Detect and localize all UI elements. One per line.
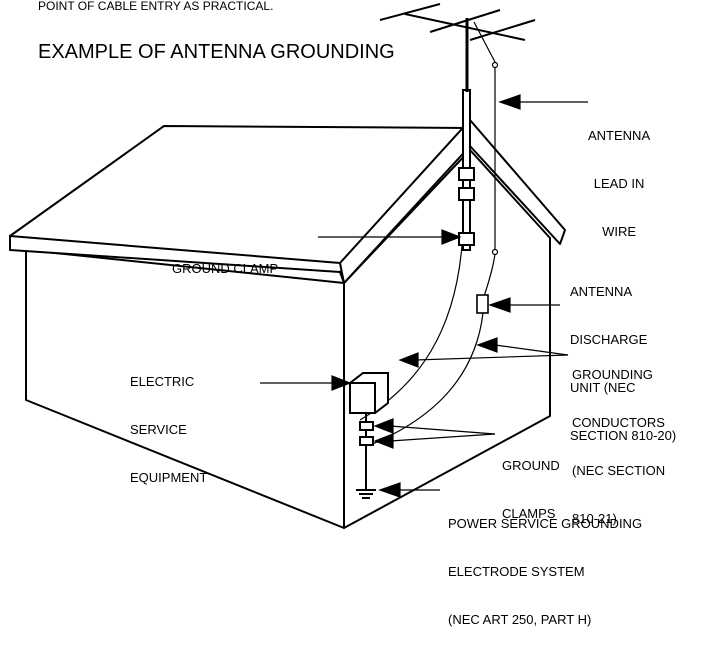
- mast-ground-clamp: [458, 232, 475, 246]
- label-ground-clamps: GROUND CLAMPS: [502, 458, 560, 521]
- lead-in-standoff-bottom: [491, 248, 499, 256]
- pointer-conductor-1: [494, 344, 569, 356]
- electric-service-box: [349, 382, 376, 414]
- top-note: POINT OF CABLE ENTRY AS PRACTICAL.: [38, 0, 274, 13]
- gable-left-edge: [339, 271, 345, 284]
- roof-eave-line: [9, 235, 341, 264]
- antenna-element-2: [429, 9, 501, 33]
- arrow-electric: [331, 375, 352, 391]
- label-discharge-unit: ANTENNA DISCHARGE UNIT (NEC SECTION 810-…: [570, 284, 677, 443]
- label-ground-clamp: GROUND CLAMP: [172, 261, 279, 276]
- pointer-clamps-1: [389, 425, 496, 435]
- arrow-clamps-2: [373, 433, 394, 449]
- arrow-power: [378, 482, 401, 498]
- pointer-conductor-2: [414, 354, 569, 361]
- label-grounding-conductors: GROUNDING CONDUCTORS (NEC SECTION 810-21…: [572, 367, 666, 526]
- antenna-element-3: [469, 19, 536, 41]
- label-power-service: POWER SERVICE GROUNDING ELECTRODE SYSTEM…: [448, 516, 643, 627]
- label-antenna-lead-in: ANTENNA LEAD IN WIRE: [588, 128, 651, 239]
- arrow-lead-in: [498, 94, 521, 110]
- label-electric-service: ELECTRIC SERVICE EQUIPMENT: [130, 374, 208, 485]
- antenna-boom: [404, 13, 526, 41]
- antenna-grounding-diagram: POINT OF CABLE ENTRY AS PRACTICAL. EXAMP…: [9, 0, 677, 627]
- pointer-clamps-2: [389, 433, 496, 442]
- arrow-conductor-2: [398, 352, 419, 368]
- mast-bracket-1: [458, 167, 475, 181]
- diagram-title: EXAMPLE OF ANTENNA GROUNDING: [38, 41, 395, 63]
- diagram-drawing: [9, 3, 588, 529]
- arrow-clamps-1: [373, 418, 394, 434]
- arrow-ground-clamp: [441, 229, 462, 245]
- lead-in-standoff-top: [491, 61, 499, 69]
- mast-bracket-2: [458, 187, 475, 201]
- antenna-discharge-unit: [476, 294, 489, 314]
- arrow-conductor-1: [476, 337, 498, 353]
- antenna-element-1: [379, 3, 441, 21]
- arrow-discharge: [488, 297, 511, 313]
- lower-ground-clamp-1: [359, 421, 374, 431]
- lower-ground-clamp-2: [359, 436, 374, 446]
